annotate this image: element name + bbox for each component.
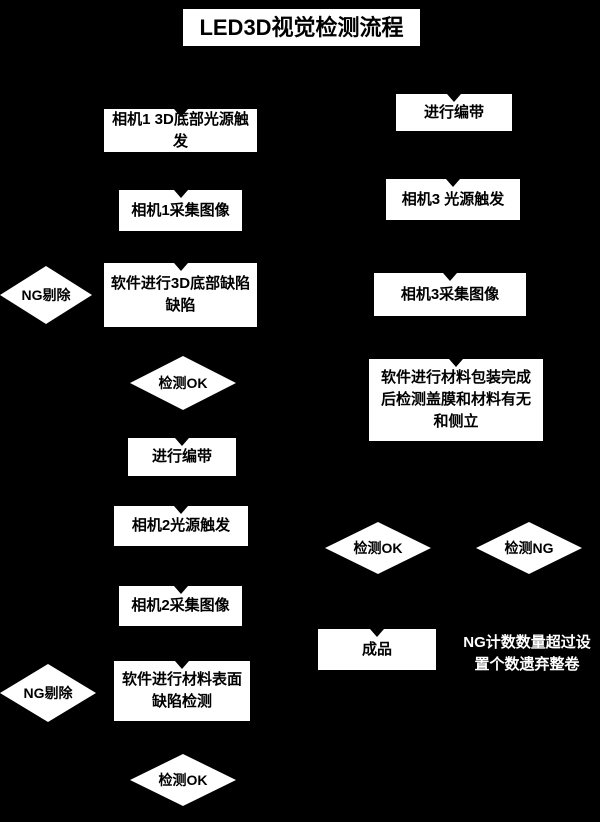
node-software-3d-bottom-defect: 软件进行3D底部缺陷 缺陷	[104, 263, 257, 327]
arrowhead-icon	[173, 109, 188, 117]
node-camera3-capture: 相机3采集图像	[374, 273, 526, 316]
node-label: 成品	[361, 640, 392, 658]
node-label: 相机1采集图像	[131, 201, 230, 219]
node-label: 软件进行3D底部缺陷 缺陷	[110, 275, 251, 314]
decision-label: NG剔除	[21, 287, 71, 303]
arrowhead-icon	[446, 179, 460, 187]
node-taping-left: 进行编带	[128, 438, 236, 476]
decision-label: 检测OK	[158, 375, 208, 391]
node-software-surface-defect: 软件进行材料表面 缺陷检测	[114, 661, 250, 721]
arrowhead-icon	[173, 263, 188, 271]
arrowhead-icon	[173, 586, 188, 594]
arrowhead-icon	[173, 190, 188, 198]
arrowhead-icon	[370, 629, 384, 637]
node-label: 软件进行材料包装完成 后检测盖膜和材料有无 和侧立	[380, 369, 531, 430]
node-label: 相机3 光源触发	[401, 190, 505, 208]
decision-check-ok-right: 检测OK	[325, 522, 431, 574]
node-camera3-trigger: 相机3 光源触发	[386, 179, 520, 220]
node-label: 相机2采集图像	[131, 597, 230, 615]
decision-check-ok-1: 检测OK	[130, 356, 236, 410]
node-camera2-capture: 相机2采集图像	[119, 586, 242, 626]
decision-label: 检测OK	[353, 540, 403, 556]
node-taping-right: 进行编带	[396, 94, 512, 131]
arrowhead-icon	[443, 273, 457, 281]
decision-label: NG剔除	[23, 685, 73, 701]
arrowhead-icon	[175, 438, 189, 446]
flow-title: LED3D视觉检测流程	[183, 9, 420, 46]
label-ng-discard: NG计数数量超过设 置个数遗弃整卷	[456, 626, 598, 682]
arrowhead-icon	[174, 506, 188, 514]
node-software-packaging-check: 软件进行材料包装完成 后检测盖膜和材料有无 和侧立	[369, 359, 543, 441]
node-label: 进行编带	[151, 448, 212, 466]
decision-check-ok-2: 检测OK	[130, 754, 236, 806]
node-label: 进行编带	[423, 103, 484, 121]
arrowhead-icon	[447, 94, 461, 102]
decision-ng-reject-1: NG剔除	[0, 266, 92, 324]
arrowhead-icon	[175, 661, 189, 669]
decision-label: 检测OK	[158, 772, 208, 788]
node-finished-product: 成品	[318, 629, 436, 670]
node-camera2-trigger: 相机2光源触发	[114, 506, 248, 546]
decision-check-ng-right: 检测NG	[476, 522, 582, 574]
node-label: NG计数数量超过设 置个数遗弃整卷	[463, 633, 591, 674]
node-label: 相机3采集图像	[400, 285, 500, 303]
decision-ng-reject-2: NG剔除	[0, 664, 96, 722]
decision-label: 检测NG	[504, 540, 554, 556]
node-camera1-capture: 相机1采集图像	[119, 190, 242, 231]
arrowhead-icon	[449, 359, 463, 367]
node-camera1-3d-trigger: 相机1 3D底部光源触发	[104, 109, 257, 152]
node-label: 软件进行材料表面 缺陷检测	[121, 671, 242, 710]
node-label: 相机2光源触发	[131, 517, 231, 535]
flow-title-label: LED3D视觉检测流程	[199, 14, 404, 40]
